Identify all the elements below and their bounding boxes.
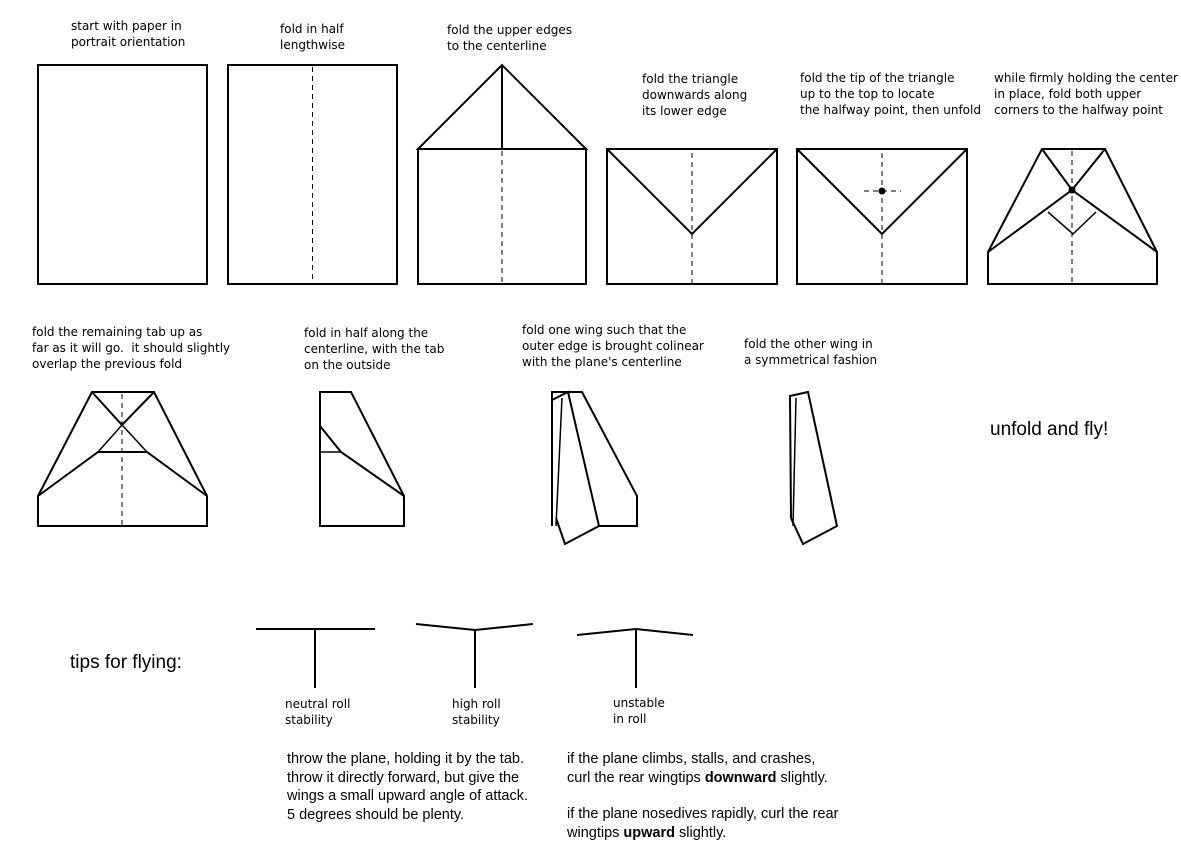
step-1-caption: start with paper in portrait orientation <box>71 19 186 49</box>
climb-instructions: if the plane climbs, stalls, and crashes… <box>567 750 828 787</box>
dive-instructions: if the plane nosedives rapidly, curl the… <box>567 805 838 842</box>
step-6-caption: while firmly holding the center in place… <box>994 71 1178 117</box>
climb-line-2: curl the rear wingtips downward slightly… <box>567 769 828 786</box>
step-2-sheet <box>227 64 398 285</box>
throw-line-2: throw it directly forward, but give the <box>287 769 520 786</box>
step-9-shape <box>551 390 638 546</box>
step-6-shape <box>987 148 1158 285</box>
climb-line-1: if the plane climbs, stalls, and crashes… <box>567 751 816 767</box>
step-4-shape <box>606 148 778 285</box>
step-3-caption: fold the upper edges to the centerline <box>447 23 573 53</box>
roll-high-diagram <box>415 623 534 688</box>
step-8-caption: fold in half along the centerline, with … <box>304 326 445 372</box>
step-10-shape <box>788 390 839 546</box>
climb-emphasis: downward <box>704 769 777 786</box>
throw-instructions: throw the plane, holding it by the tab. … <box>287 750 528 824</box>
final-step-text: unfold and fly! <box>990 419 1109 440</box>
roll-neutral-caption: neutral roll stability <box>285 697 351 727</box>
roll-unstable-diagram <box>576 627 694 688</box>
step-2-caption: fold in half lengthwise <box>280 22 346 52</box>
throw-line-3: wings a small upward angle of attack. <box>287 788 528 804</box>
step-4-caption: fold the triangle downwards along its lo… <box>642 72 748 118</box>
throw-line-1: throw the plane, holding it by the tab. <box>287 751 524 767</box>
halfway-point-marker <box>878 187 886 195</box>
roll-neutral-diagram <box>256 628 375 688</box>
step-1-sheet <box>37 64 208 285</box>
dive-line-2: wingtips upward slightly. <box>567 824 727 841</box>
dive-line-1: if the plane nosedives rapidly, curl the… <box>567 806 839 822</box>
roll-unstable-caption: unstable in roll <box>613 696 665 726</box>
step-3-shape <box>415 63 589 285</box>
step-5-caption: fold the tip of the triangle up to the t… <box>800 71 981 117</box>
tips-heading: tips for flying: <box>70 652 182 673</box>
step-5-shape <box>796 148 968 285</box>
dive-emphasis: upward <box>623 824 675 841</box>
step-10-caption: fold the other wing in a symmetrical fas… <box>744 337 878 367</box>
step-7-shape <box>37 391 208 527</box>
roll-high-caption: high roll stability <box>452 697 501 727</box>
step-8-shape <box>319 391 405 527</box>
step-7-caption: fold the remaining tab up as far as it w… <box>32 325 231 371</box>
throw-line-4: 5 degrees should be plenty. <box>287 806 465 823</box>
center-hold-marker <box>1068 186 1076 194</box>
step-9-caption: fold one wing such that the outer edge i… <box>522 323 704 369</box>
